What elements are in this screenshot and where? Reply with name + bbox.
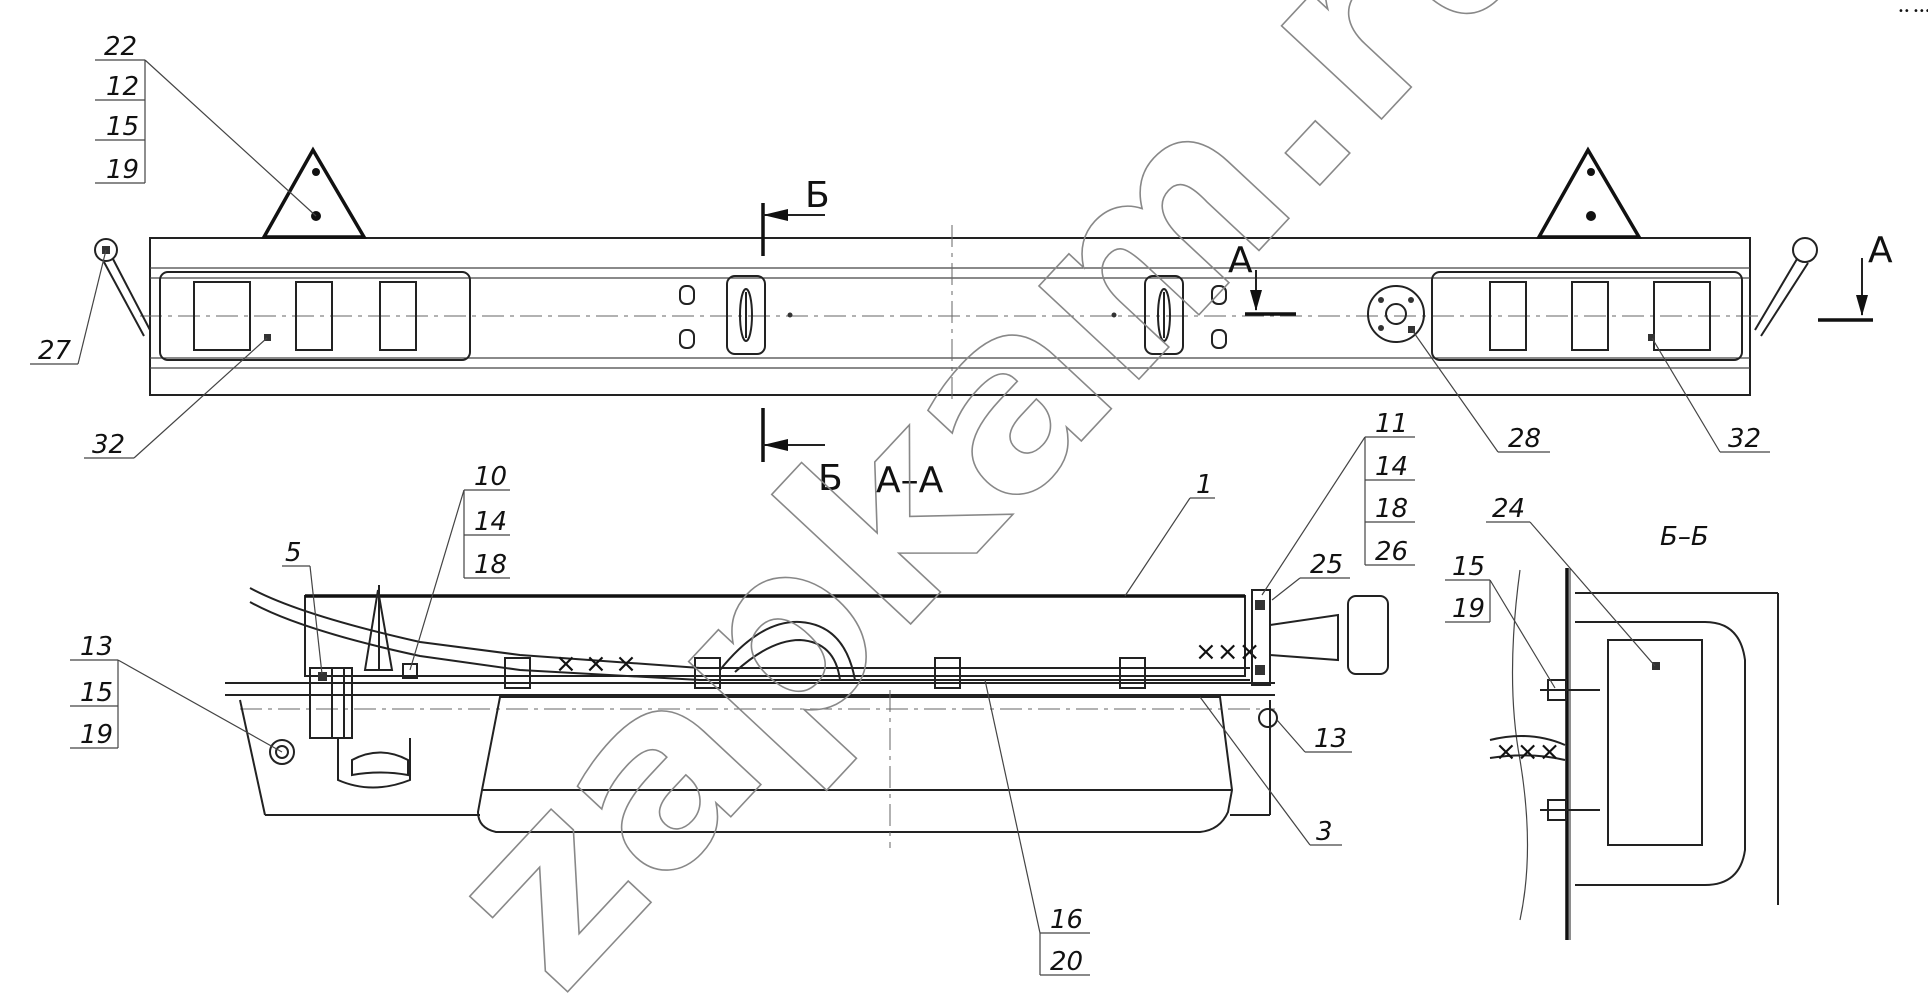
- section-title-bb: Б–Б: [1660, 522, 1709, 552]
- side-handles: [94, 237, 1818, 337]
- callout-15-bb: 15: [1452, 552, 1485, 582]
- section-letter-b-top: Б: [805, 175, 830, 216]
- section-title-aa: А–А: [876, 460, 944, 501]
- left-lamp-block: [159, 271, 471, 361]
- watermark-text: zapkam.ru: [390, 0, 1616, 1003]
- center-brackets: [679, 275, 1227, 355]
- callout-16: 16: [1050, 905, 1083, 935]
- corner-mark: •• •••: [1898, 6, 1928, 17]
- section-bb-view: ×××: [1489, 568, 1779, 940]
- callout-15: 15: [106, 112, 139, 142]
- section-markers: [761, 203, 1873, 462]
- callout-3: 3: [1316, 817, 1333, 847]
- nut-part-13-left: [269, 739, 295, 765]
- callout-14-right: 14: [1375, 452, 1408, 482]
- callout-11: 11: [1375, 409, 1408, 439]
- callout-19-bb: 19: [1452, 594, 1485, 624]
- callout-10: 10: [474, 462, 507, 492]
- section-letters: Б Б А А А–А Б–Б: [805, 175, 1893, 552]
- right-lamp-block: [1431, 271, 1743, 361]
- leader-lines: [30, 59, 1770, 976]
- callout-1: 1: [1196, 470, 1213, 500]
- socket-part-28: [1367, 285, 1425, 343]
- callout-24: 24: [1492, 494, 1525, 524]
- section-letter-a-right: А: [1868, 230, 1893, 271]
- callout-18-right: 18: [1375, 494, 1408, 524]
- section-letter-b-bottom: Б: [818, 458, 843, 499]
- callout-labels: 22 12 15 19 27 32 28 32 11 14 18 26 10 1…: [38, 32, 1761, 977]
- callout-18-left: 18: [474, 550, 507, 580]
- callout-25: 25: [1310, 550, 1343, 580]
- connector-right: [1251, 589, 1389, 728]
- callout-12: 12: [106, 72, 139, 102]
- callout-20: 20: [1050, 947, 1083, 977]
- top-view: [94, 146, 1873, 462]
- cable-clamp-left: [309, 585, 418, 789]
- section-letter-a-left: А: [1228, 240, 1253, 281]
- callout-5: 5: [285, 538, 302, 568]
- callout-32-right: 32: [1728, 424, 1761, 454]
- callout-27: 27: [38, 336, 72, 366]
- callout-32-left: 32: [92, 430, 125, 460]
- warning-triangles: [261, 146, 1643, 239]
- cable-routing: × × × ×××: [249, 587, 1260, 689]
- svg-text:× × ×: × × ×: [555, 649, 637, 679]
- callout-19: 19: [106, 155, 139, 185]
- svg-text:×××: ×××: [1195, 637, 1260, 667]
- callout-15-left: 15: [80, 678, 113, 708]
- callout-26: 26: [1375, 537, 1408, 567]
- callout-19-left: 19: [80, 720, 113, 750]
- svg-text:×××: ×××: [1495, 737, 1560, 767]
- callout-14-left: 14: [474, 507, 507, 537]
- callout-13-right: 13: [1314, 724, 1347, 754]
- section-aa-view: × × × ×××: [225, 585, 1389, 848]
- lamp-housing: [476, 690, 1234, 848]
- callout-28: 28: [1508, 424, 1541, 454]
- callout-13-left: 13: [80, 632, 113, 662]
- callout-22: 22: [104, 32, 137, 62]
